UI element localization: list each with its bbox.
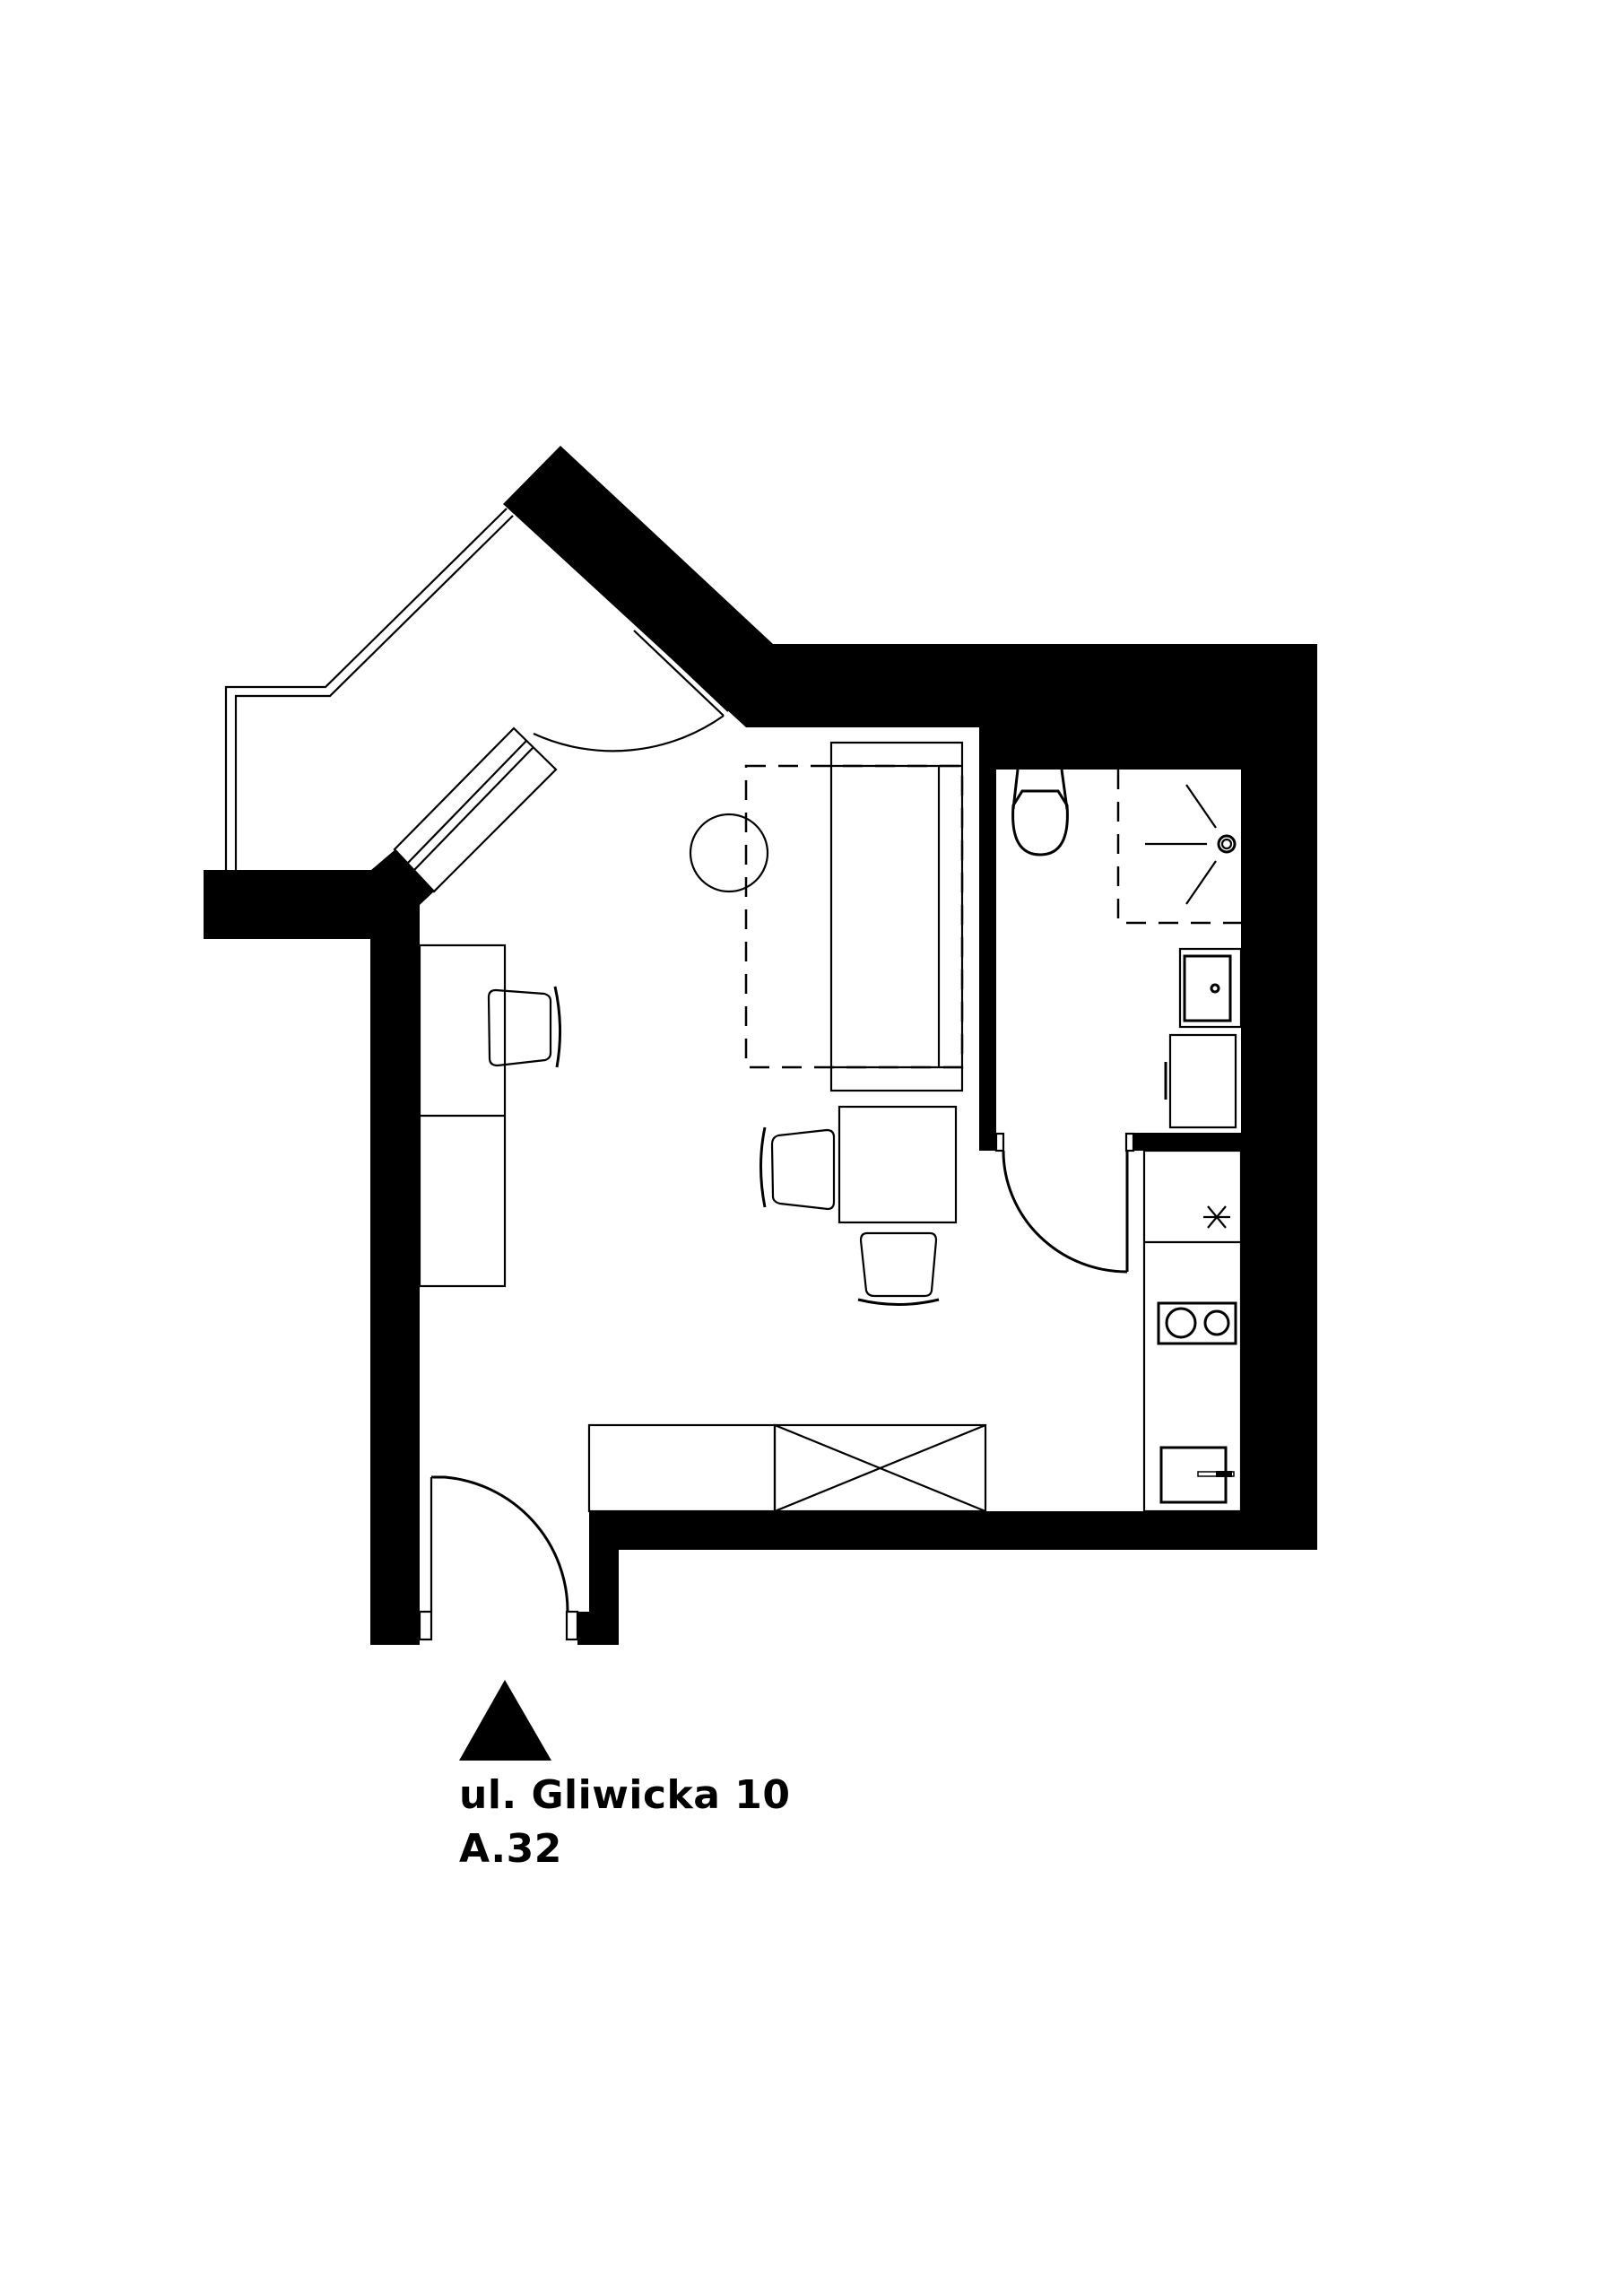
toilet bbox=[1011, 769, 1069, 857]
unit-label: A.32 bbox=[459, 1826, 562, 1872]
bed-outline bbox=[744, 764, 964, 1069]
left-slab-wall bbox=[204, 849, 434, 1645]
wardrobe bbox=[773, 1423, 987, 1513]
fridge-asterisk-icon bbox=[1203, 1205, 1230, 1229]
washbasin bbox=[1178, 947, 1243, 1029]
washing-machine bbox=[1164, 1033, 1237, 1129]
kitchen-counter bbox=[1142, 1149, 1243, 1513]
bathroom-door bbox=[994, 1132, 1135, 1274]
sofa bbox=[829, 741, 964, 1092]
shower bbox=[1116, 770, 1241, 925]
window bbox=[393, 726, 558, 893]
triangle-entrance-icon bbox=[459, 1680, 551, 1761]
address-label: ul. Gliwicka 10 bbox=[459, 1772, 791, 1818]
cabinet bbox=[587, 1423, 777, 1513]
entrance-door bbox=[418, 1475, 579, 1641]
cooktop bbox=[1157, 1301, 1237, 1345]
living-room bbox=[418, 741, 987, 1513]
desk-chair bbox=[487, 988, 552, 1067]
kitchenette bbox=[1142, 1149, 1243, 1513]
dining-chair-bottom bbox=[859, 1231, 938, 1298]
bathroom bbox=[994, 769, 1243, 1274]
outer-wall-main bbox=[503, 446, 1317, 1645]
round-table bbox=[689, 813, 769, 893]
balcony bbox=[224, 508, 514, 870]
balcony-door bbox=[533, 625, 729, 752]
walls bbox=[204, 446, 1317, 1645]
dining-table bbox=[838, 1105, 958, 1224]
dining-chair-left bbox=[770, 1128, 836, 1211]
bath-kitchen-wall bbox=[1133, 1133, 1241, 1151]
kitchen-sink bbox=[1159, 1446, 1235, 1504]
